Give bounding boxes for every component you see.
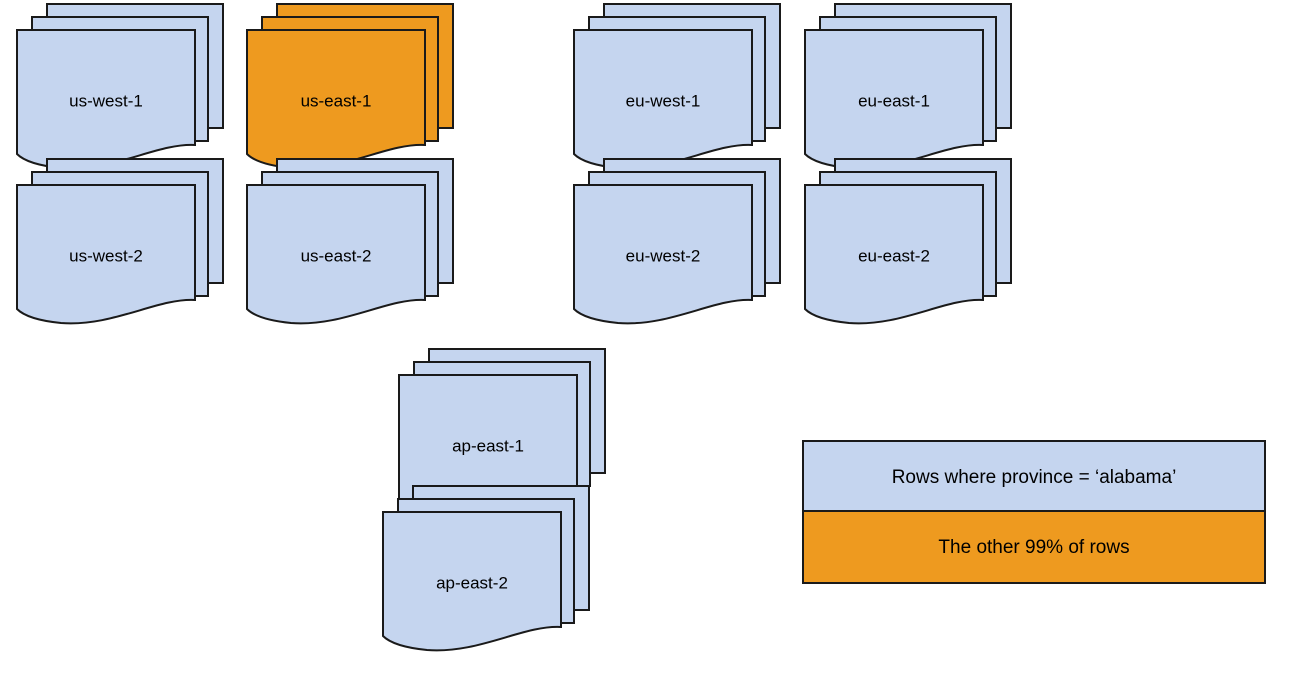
stack-sheet-front bbox=[382, 511, 562, 652]
stack-label: us-east-2 bbox=[301, 246, 372, 265]
legend-label: Rows where province = ‘alabama’ bbox=[892, 467, 1177, 488]
legend-swatch-other-rows bbox=[802, 510, 1266, 584]
stack-label: us-east-1 bbox=[301, 91, 372, 110]
stack-group-us: us-west-1 us-east-1 us-west-2 us-east-2 bbox=[16, 3, 454, 325]
stack-sheet-front bbox=[804, 184, 984, 325]
stack-label: us-west-1 bbox=[69, 91, 143, 110]
stack-sheet-front bbox=[16, 184, 196, 325]
stack-group-eu: eu-west-1 eu-east-1 eu-west-2 eu-east-2 bbox=[573, 3, 1012, 325]
data-stack-us-west-1[interactable]: us-west-1 bbox=[16, 3, 224, 170]
legend-row-rows-alabama: Rows where province = ‘alabama’ bbox=[802, 440, 1266, 512]
stack-label: ap-east-1 bbox=[452, 436, 524, 455]
data-stack-us-west-2[interactable]: us-west-2 bbox=[16, 158, 224, 325]
data-stack-us-east-1[interactable]: us-east-1 bbox=[246, 3, 454, 170]
stack-label: eu-west-1 bbox=[626, 91, 701, 110]
data-stack-eu-west-2[interactable]: eu-west-2 bbox=[573, 158, 781, 325]
stack-group-ap: ap-east-1 ap-east-2 bbox=[382, 348, 606, 652]
data-stack-ap-east-1[interactable]: ap-east-1 bbox=[398, 348, 606, 515]
stack-label: eu-east-1 bbox=[858, 91, 930, 110]
stack-sheet-front bbox=[246, 184, 426, 325]
stack-label: us-west-2 bbox=[69, 246, 143, 265]
data-stack-us-east-2[interactable]: us-east-2 bbox=[246, 158, 454, 325]
data-stack-eu-east-1[interactable]: eu-east-1 bbox=[804, 3, 1012, 170]
legend-row-other-rows: The other 99% of rows bbox=[802, 510, 1266, 584]
legend-swatch-rows-alabama bbox=[802, 440, 1266, 512]
legend-label: The other 99% of rows bbox=[938, 537, 1129, 558]
data-stack-ap-east-2[interactable]: ap-east-2 bbox=[382, 485, 590, 652]
legend: Rows where province = ‘alabama’ The othe… bbox=[802, 440, 1266, 584]
data-stack-eu-west-1[interactable]: eu-west-1 bbox=[573, 3, 781, 170]
stack-sheet-front bbox=[573, 184, 753, 325]
stack-label: eu-east-2 bbox=[858, 246, 930, 265]
data-stack-eu-east-2[interactable]: eu-east-2 bbox=[804, 158, 1012, 325]
stack-label: ap-east-2 bbox=[436, 573, 508, 592]
stack-label: eu-west-2 bbox=[626, 246, 701, 265]
